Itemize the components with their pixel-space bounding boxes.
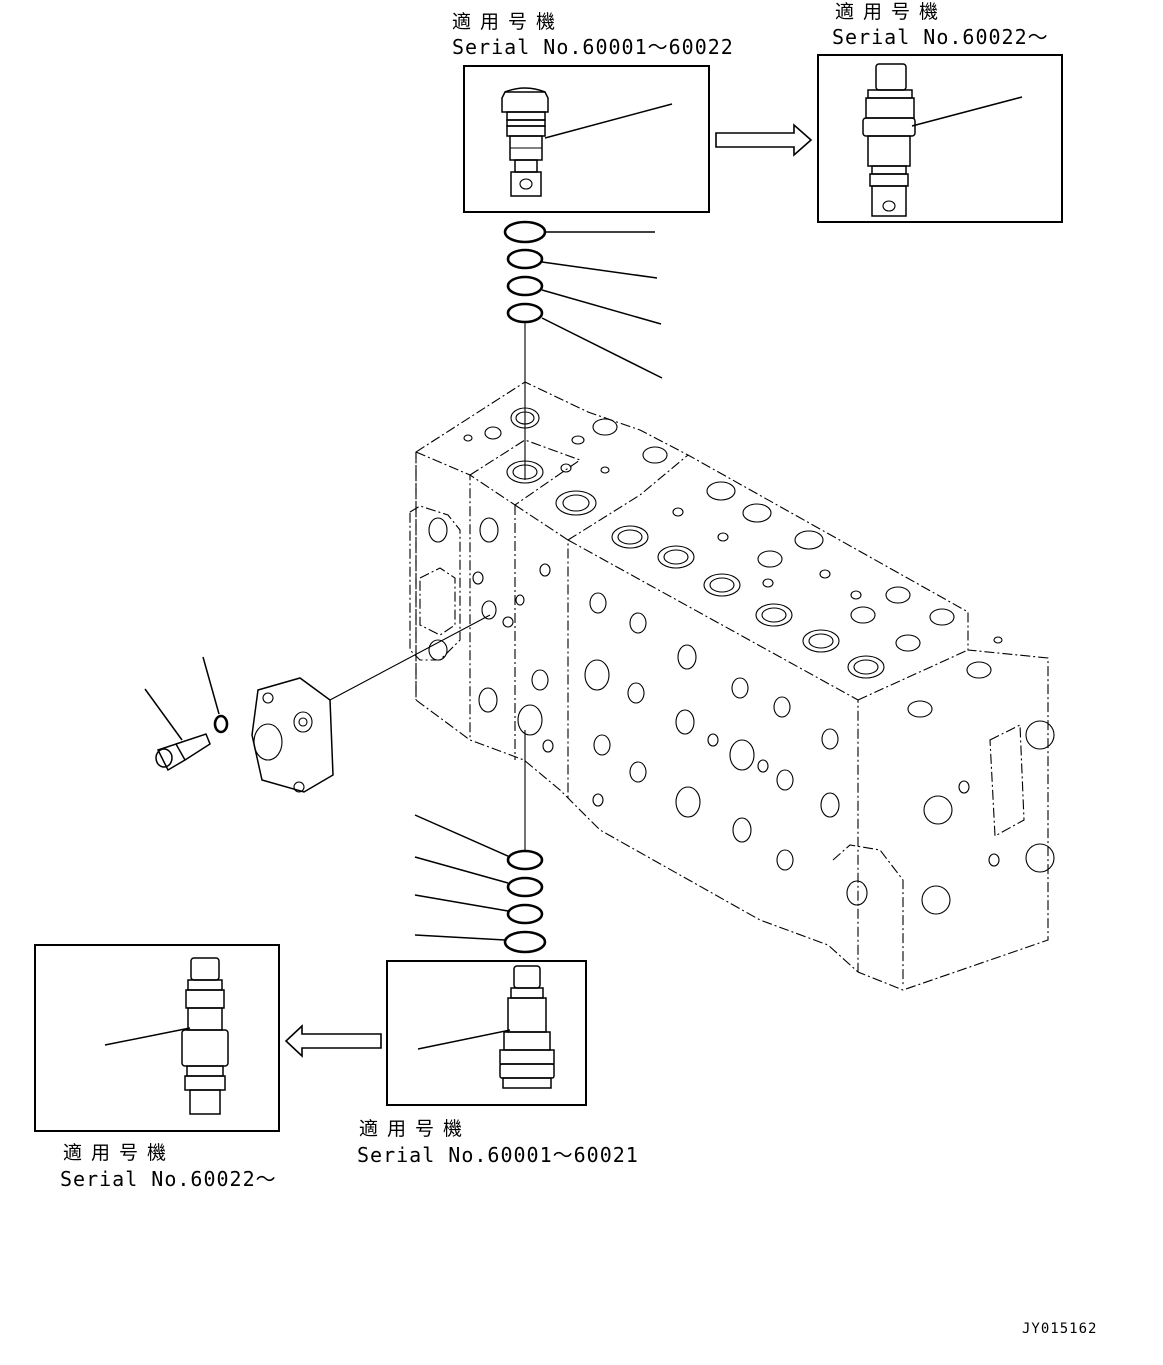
- replacement-arrow-right: [715, 123, 813, 157]
- top-right-applicable-label: 適用号機: [835, 1, 947, 23]
- bottom-left-label-group: 適用号機 Serial No.60022～: [60, 1142, 277, 1191]
- bottom-center-serial-label: Serial No.60001～60021: [357, 1143, 639, 1167]
- top-left-valve-cartridge: [501, 87, 549, 197]
- upper-o-ring-3: [506, 275, 544, 297]
- bottom-center-leader-line: [417, 1029, 511, 1050]
- top-right-leader-line: [911, 96, 1023, 127]
- socket-head-bolt: [155, 733, 211, 772]
- bottom-center-valve-cartridge: [499, 965, 555, 1089]
- bottom-center-applicable-label: 適用号機: [359, 1118, 471, 1140]
- bolt-washer: [213, 714, 229, 734]
- main-control-valve-body: [409, 381, 1055, 991]
- side-cap-assembly: [251, 677, 334, 793]
- drawing-code: JY015162: [1022, 1321, 1097, 1337]
- lower-o-ring-3: [506, 903, 544, 925]
- bottom-left-applicable-label: 適用号機: [63, 1142, 175, 1164]
- top-right-serial-label: Serial No.60022～: [832, 25, 1049, 49]
- replacement-arrow-left: [284, 1024, 382, 1058]
- top-right-label-group: 適用号機 Serial No.60022～: [832, 1, 1049, 49]
- top-right-detail-box: [817, 54, 1063, 223]
- bottom-left-valve-cartridge: [181, 957, 229, 1115]
- upper-o-ring-stack: [503, 220, 547, 324]
- upper-o-ring-2: [506, 248, 544, 270]
- lower-o-ring-stack: [503, 849, 547, 954]
- bottom-left-leader-line: [104, 1027, 191, 1046]
- bottom-left-detail-box: [34, 944, 280, 1132]
- bottom-center-detail-box: [386, 960, 587, 1106]
- lower-o-ring-1: [506, 849, 544, 871]
- top-left-applicable-label: 適用号機: [452, 11, 564, 33]
- upper-o-ring-1: [503, 220, 547, 244]
- valve-outline: [415, 381, 1049, 991]
- top-left-label-group: 適用号機 Serial No.60001～60022: [452, 11, 734, 59]
- side-cap-axis: [329, 614, 491, 701]
- upper-o-ring-4: [506, 302, 544, 324]
- top-right-valve-cartridge: [862, 63, 916, 217]
- top-left-detail-box: [463, 65, 710, 213]
- bottom-left-serial-label: Serial No.60022～: [60, 1167, 277, 1191]
- bottom-center-label-group: 適用号機 Serial No.60001～60021: [357, 1118, 639, 1167]
- lower-o-ring-2: [506, 876, 544, 898]
- lower-o-ring-4: [503, 930, 547, 954]
- top-left-serial-label: Serial No.60001～60022: [452, 35, 734, 59]
- top-left-leader-line: [544, 103, 673, 139]
